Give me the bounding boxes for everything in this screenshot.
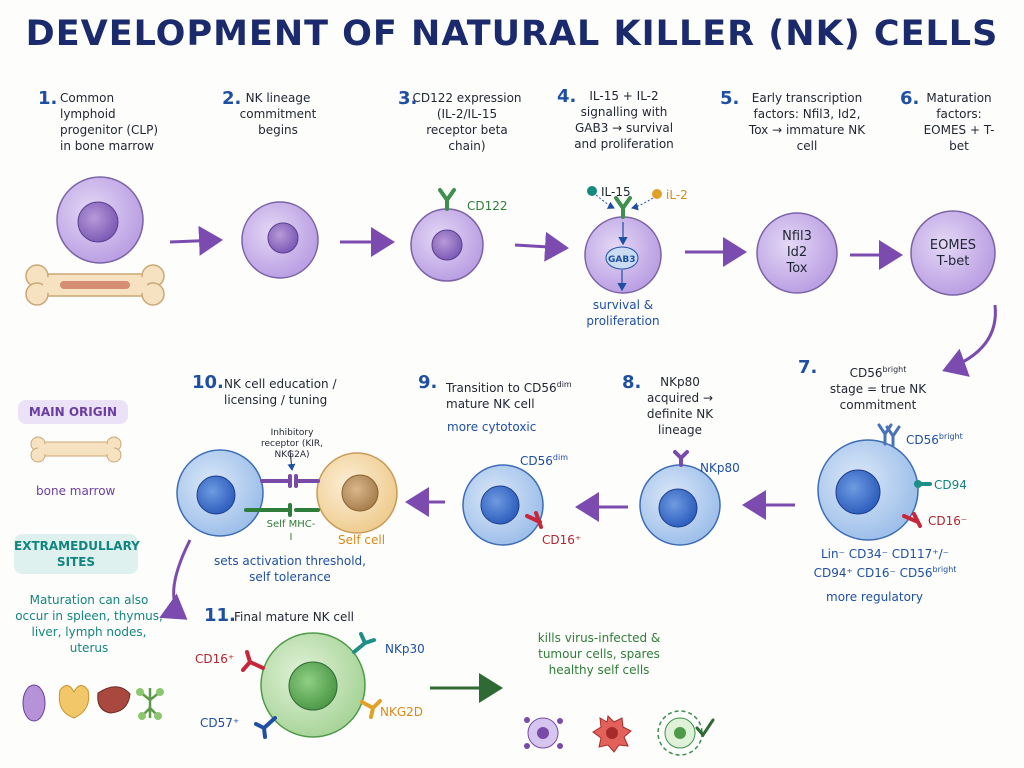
kills-label: kills virus-infected & tumour cells, spa… xyxy=(537,631,661,677)
cell-5-text: Nfil3 Id2 Tox xyxy=(767,229,827,277)
step-5-number: 5. xyxy=(720,88,740,109)
step-9-sup: dim xyxy=(556,380,572,389)
page-title: DEVELOPMENT OF NATURAL KILLER (NK) CELLS xyxy=(25,14,999,54)
gab3-label: GAB3 xyxy=(608,255,636,265)
step-9-head: Transition to CD56 xyxy=(446,381,557,395)
il15-label: IL-15 xyxy=(601,185,631,199)
self-cell-label: Self cell xyxy=(338,533,386,547)
step-7-text: CD56bright stage = true NK commitment xyxy=(818,362,938,413)
cell-3 xyxy=(410,188,484,282)
self-mhc-label: Self MHC-I xyxy=(266,519,316,543)
arrow-6-7 xyxy=(942,304,997,377)
cd16-plus-label-9: CD16⁺ xyxy=(542,533,582,547)
inhibitory-receptor-label: Inhibitory receptor (KIR, NKG2A) xyxy=(260,428,323,460)
step-5-text: Early transcription factors: Nfil3, Id2,… xyxy=(748,91,866,153)
cell-2 xyxy=(241,201,319,279)
arrow-10-11 xyxy=(159,539,192,620)
tox-label: Tox xyxy=(786,261,808,276)
virus-cell xyxy=(524,717,563,749)
step-2-text: NK lineage commitment begins xyxy=(239,91,317,137)
nkp30-label: NKp30 xyxy=(385,642,425,656)
cd56-dim-sup: dim xyxy=(552,453,568,462)
tbet-label: T-bet xyxy=(936,254,970,269)
phenotype-line-1: Lin⁻ CD34⁻ CD117⁺/⁻ xyxy=(820,547,950,561)
eomes-label: EOMES xyxy=(929,238,977,253)
bone-1 xyxy=(25,264,165,306)
cell-6 xyxy=(910,210,996,296)
id2-label: Id2 xyxy=(786,245,808,260)
extramedullary-badge: EXTRAMEDULLARY SITES xyxy=(14,534,140,574)
cell-8 xyxy=(639,450,721,546)
cell-7 xyxy=(817,423,932,541)
healthy-cell xyxy=(657,710,715,756)
cd16-minus-label: CD16⁻ xyxy=(928,514,968,528)
step-9-tail: mature NK cell xyxy=(446,397,535,411)
more-regulatory-label: more regulatory xyxy=(826,590,923,604)
cd56-dim-text: CD56 xyxy=(520,454,553,468)
step-7-number: 7. xyxy=(798,357,818,378)
sidebar-bone-marrow-label: bone marrow xyxy=(36,484,116,498)
step-4-number: 4. xyxy=(557,86,577,107)
cell-1-clp xyxy=(56,176,144,264)
cell-11 xyxy=(241,632,382,739)
step-9-text: Transition to CD56dim mature NK cell xyxy=(446,377,586,412)
step-3-text: CD122 expression (IL-2/IL-15 receptor be… xyxy=(412,91,522,153)
tumour-cell xyxy=(592,714,632,753)
phenotype-label: Lin⁻ CD34⁻ CD117⁺/⁻ CD94⁺ CD16⁻ CD56brig… xyxy=(795,546,975,581)
step-6-number: 6. xyxy=(900,88,920,109)
step-10-text: NK cell education / licensing / tuning xyxy=(224,377,337,407)
cd57-label: CD57⁺ xyxy=(200,716,240,730)
cd56-sup: bright xyxy=(938,432,963,441)
arrow-1-2 xyxy=(169,225,223,256)
cd122-label: CD122 xyxy=(467,199,508,213)
cell-10-nk xyxy=(176,449,264,537)
step-11-number: 11. xyxy=(204,605,236,626)
step-7-cd56: CD56 xyxy=(849,366,883,380)
nkp80-label: NKp80 xyxy=(700,461,740,475)
step-7-body: stage = true NK commitment xyxy=(829,382,927,412)
cd56-dim-label: CD56dim xyxy=(520,451,568,468)
cell-10-self xyxy=(316,452,398,534)
step-9-number: 9. xyxy=(418,372,438,393)
cd56-bright-label: CD56bright xyxy=(906,430,963,447)
maturation-note: Maturation can also occur in spleen, thy… xyxy=(15,593,163,655)
step-8-number: 8. xyxy=(622,372,642,393)
step-7-sup: bright xyxy=(882,365,907,374)
cd56-text: CD56 xyxy=(906,433,939,447)
step-8-text: NKp80 acquired → definite NK lineage xyxy=(646,375,714,437)
step-11-text: Final mature NK cell xyxy=(234,610,354,624)
survival-label: survival & proliferation xyxy=(586,298,660,328)
cell-5 xyxy=(756,212,838,294)
nfil3-label: Nfil3 xyxy=(782,229,812,244)
cell-4 xyxy=(584,186,662,294)
step-10-number: 10. xyxy=(192,372,224,393)
step-4-text: IL-15 + IL-2 signalling with GAB3 → surv… xyxy=(574,89,674,151)
organ-icons xyxy=(22,684,164,722)
arrow-3-4 xyxy=(514,231,569,262)
more-cytotoxic-label: more cytotoxic xyxy=(447,420,537,434)
cd16-plus-label-11: CD16⁺ xyxy=(195,652,235,666)
step-2-number: 2. xyxy=(222,88,242,109)
phenotype-line-2: CD94⁺ CD16⁻ CD56 xyxy=(813,566,933,580)
nkg2d-label: NKG2D xyxy=(380,705,424,719)
cell-9 xyxy=(462,464,544,546)
step-1-text: Common lymphoid progenitor (CLP) in bone… xyxy=(60,91,159,153)
sets-threshold-label: sets activation threshold, self toleranc… xyxy=(214,554,366,584)
step-3-number: 3. xyxy=(398,88,418,109)
sidebar-bone xyxy=(30,436,122,463)
phenotype-sup: bright xyxy=(932,565,957,574)
main-origin-badge: MAIN ORIGIN xyxy=(18,400,128,424)
step-1-number: 1. xyxy=(38,88,58,109)
il2-label: iL-2 xyxy=(666,188,688,202)
step-6-text: Maturation factors: EOMES + T-bet xyxy=(923,91,995,153)
receptor-interaction xyxy=(244,449,320,517)
cell-6-text: EOMES T-bet xyxy=(918,238,988,270)
cd94-label: CD94 xyxy=(934,478,967,492)
